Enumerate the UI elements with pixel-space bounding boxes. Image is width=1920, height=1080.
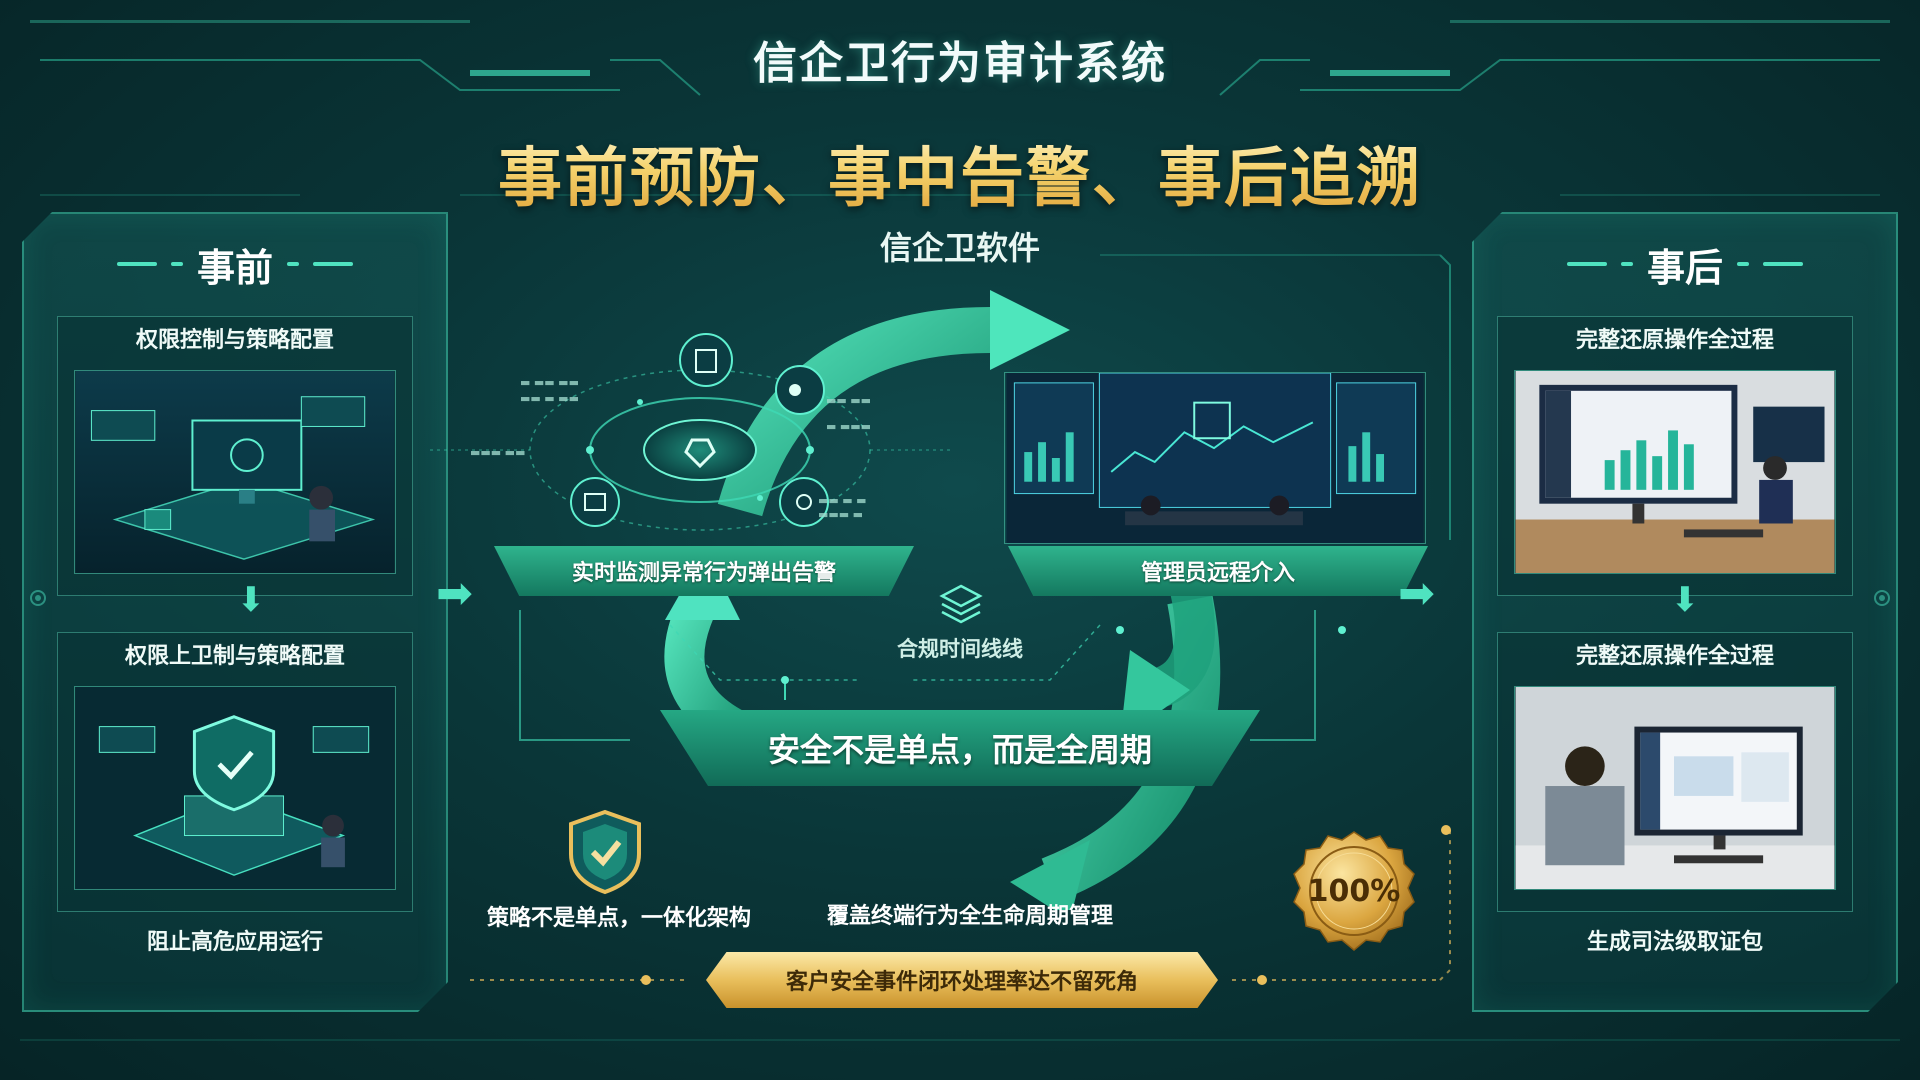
network-node-caption: ▬▬ ▬▬	[826, 394, 872, 407]
ribbon-realtime-alert: 实时监测异常行为弹出告警	[494, 546, 914, 596]
network-node-caption: ▬ ▬▬ ▬▬	[520, 376, 579, 389]
network-node-caption: ▬▬▬ ▬▬	[470, 446, 526, 459]
right-panel-heading-text: 事后	[1646, 245, 1723, 290]
right-panel-heading: 事后	[1472, 236, 1898, 292]
office-monitor-scene	[1515, 371, 1835, 573]
seal-percentage: 100%	[1307, 873, 1401, 909]
left-panel-heading-text: 事前	[196, 245, 273, 290]
left-panel-heading: 事前	[22, 236, 448, 292]
network-node-caption: ▬▬ ▬ ▬▬	[520, 392, 579, 405]
full-cycle-banner: 安全不是单点，而是全周期	[660, 710, 1260, 786]
workstation-scene	[75, 371, 395, 573]
network-node-caption: ▬▬ ▬ ▬	[818, 494, 867, 507]
network-node-caption: ▬ ▬▬▬	[826, 420, 872, 433]
left-card-2-footer: 阻止高危应用运行	[146, 930, 323, 955]
heading-dash	[313, 262, 353, 266]
shield-server-illustration	[74, 686, 396, 890]
left-card-2-label: 权限上卫制与策略配置	[124, 644, 345, 669]
heading-dash	[287, 262, 299, 266]
analyst-workstation-illustration	[1514, 686, 1836, 890]
office-monitor-illustration	[1514, 370, 1836, 574]
heading-dash	[170, 262, 183, 266]
layers-icon	[936, 580, 986, 630]
seal-badge	[1293, 831, 1415, 951]
main-heading: 事前预防、事中告警、事后追溯	[460, 128, 1460, 218]
heading-dash	[1737, 262, 1749, 266]
heading-dash	[116, 262, 157, 266]
down-arrow-icon: ⬇	[236, 580, 266, 620]
left-card-1-label: 权限控制与策略配置	[135, 328, 334, 353]
workstation-illustration	[74, 370, 396, 574]
closed-loop-rate-banner: 客户安全事件闭环处理率达不留死角	[706, 952, 1218, 1008]
right-arrow-icon: ➡	[1398, 568, 1435, 619]
down-arrow-icon: ⬇	[1670, 580, 1700, 620]
lifecycle-management-caption: 覆盖终端行为全生命周期管理	[826, 904, 1113, 929]
control-room-scene	[1006, 373, 1424, 543]
compliance-timeline-label: 合规时间线线	[897, 637, 1023, 661]
heading-dash	[1620, 262, 1633, 266]
control-room-dashboard	[1004, 372, 1426, 544]
network-node-caption: ▬▬▬ ▬	[818, 508, 864, 521]
right-card-1-label: 完整还原操作全过程	[1575, 328, 1774, 353]
software-label: 信企卫软件	[879, 229, 1040, 267]
right-card-2-footer: 生成司法级取证包	[1586, 930, 1763, 955]
analyst-scene	[1515, 687, 1835, 889]
system-title: 信企卫行为审计系统	[753, 38, 1167, 89]
integrated-architecture-caption: 策略不是单点，一体化架构	[486, 906, 751, 931]
heading-dash	[1566, 262, 1607, 266]
right-arrow-icon: ➡	[436, 568, 473, 619]
shield-server-scene	[75, 687, 395, 889]
shield-check-icon	[565, 808, 645, 896]
right-card-2-label: 完整还原操作全过程	[1575, 644, 1774, 669]
heading-dash	[1763, 262, 1803, 266]
ribbon-admin-intervene: 管理员远程介入	[1008, 546, 1428, 596]
